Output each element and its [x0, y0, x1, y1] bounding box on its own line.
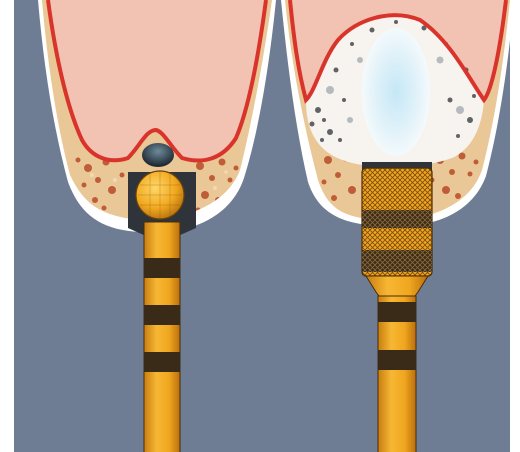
left-margin	[0, 0, 14, 452]
right-shaft-band-2	[378, 350, 416, 370]
right-saline-fluid	[362, 28, 430, 156]
right-head-band-1	[362, 210, 432, 228]
left-shaft-band-2	[144, 305, 180, 325]
right-shaft-band-1	[378, 302, 416, 322]
left-shaft	[144, 222, 180, 452]
left-dark-fluid	[142, 143, 174, 167]
right-margin	[510, 0, 520, 452]
left-shaft-band-3	[144, 352, 180, 372]
right-head-band-2	[362, 250, 432, 272]
left-shaft-band-1	[144, 258, 180, 278]
